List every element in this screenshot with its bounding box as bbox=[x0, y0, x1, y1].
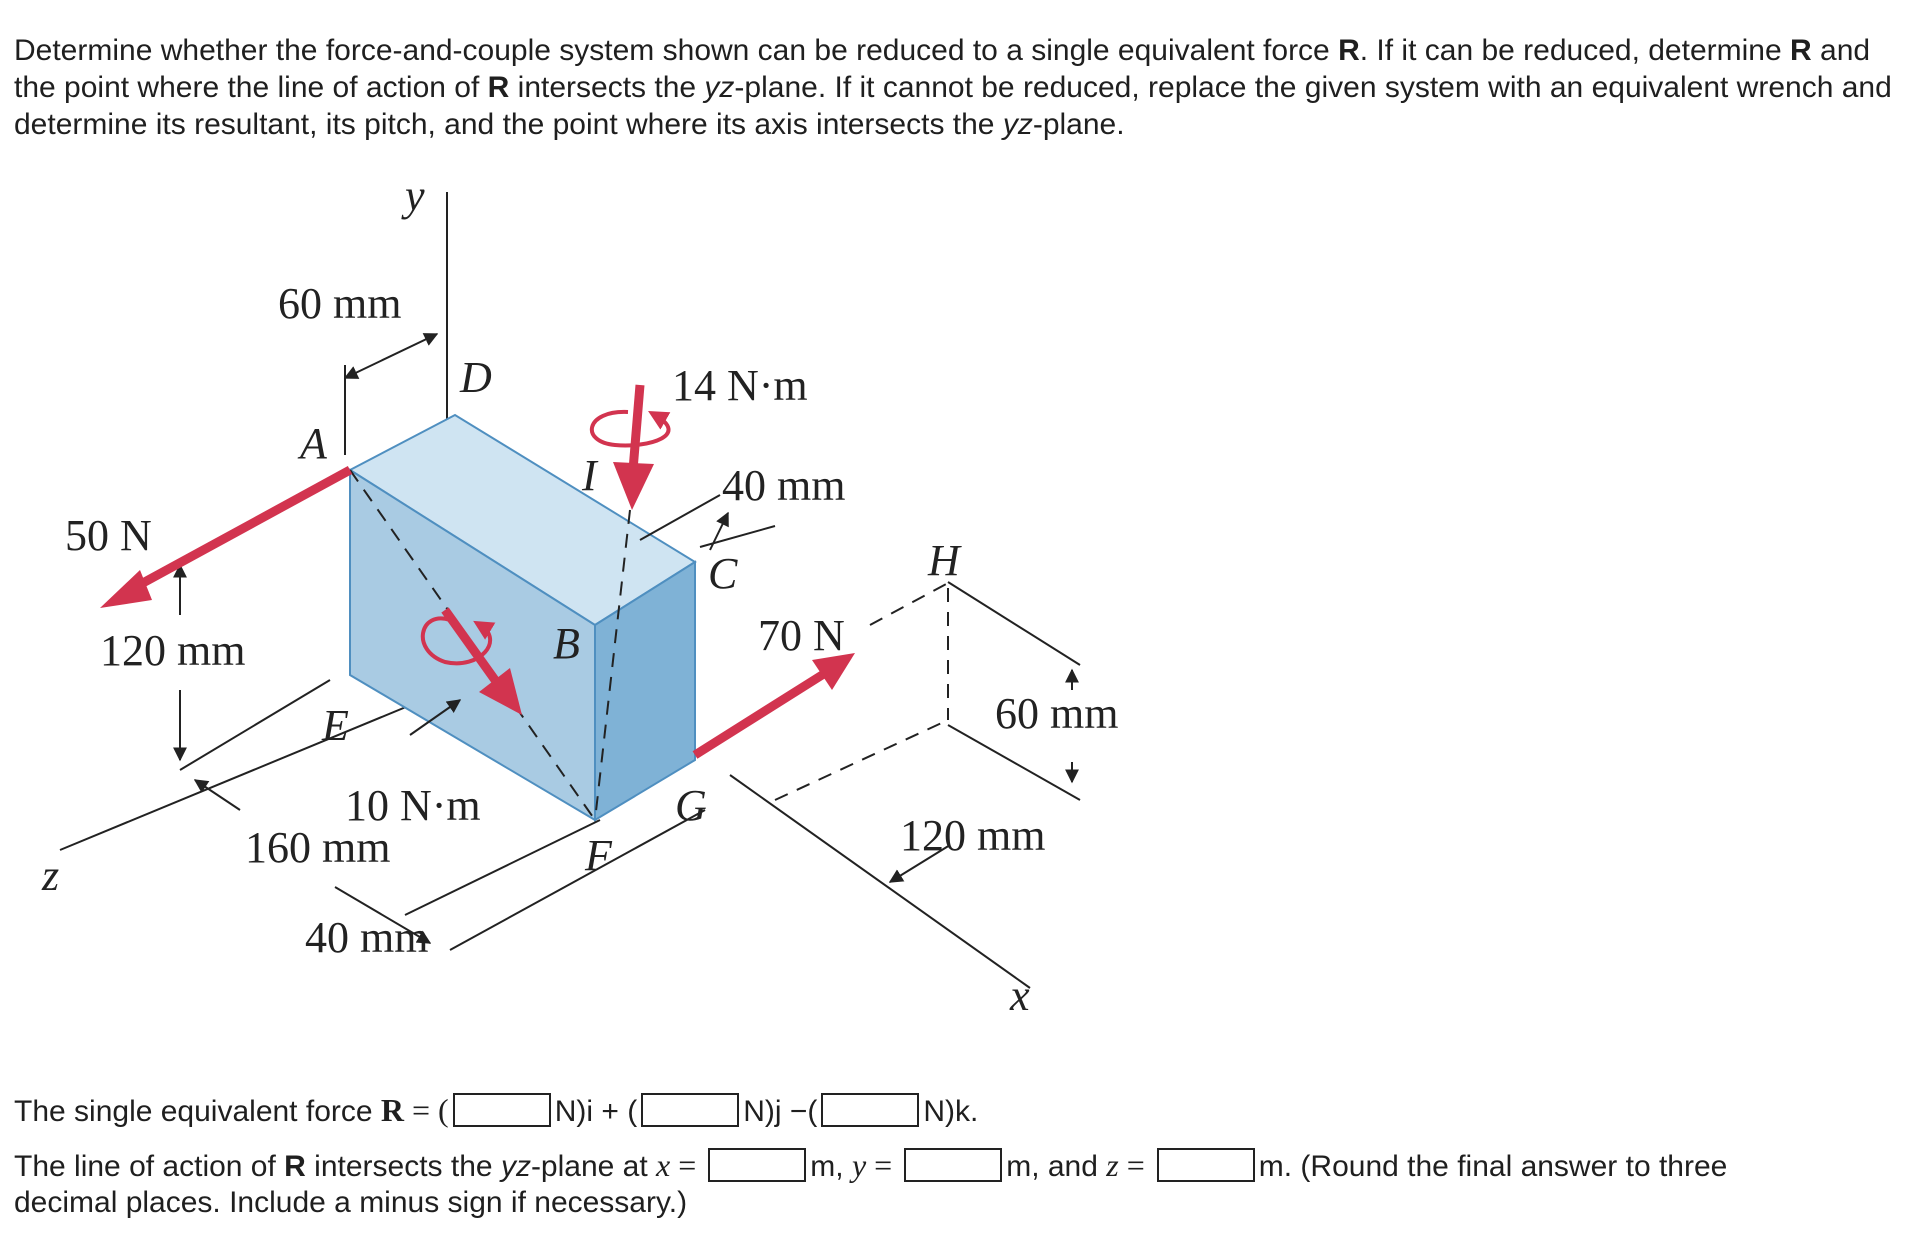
answer-line-intersection: The line of action of R intersects the y… bbox=[14, 1147, 1727, 1185]
moment-10-label: 10 N·m bbox=[345, 781, 481, 830]
vector-R: R bbox=[380, 1092, 404, 1128]
force-50N-label: 50 N bbox=[65, 511, 152, 560]
line-CH bbox=[869, 581, 951, 626]
k-unit-label: N)k. bbox=[923, 1095, 979, 1128]
rounding-note-text: decimal places. Include a minus sign if … bbox=[14, 1186, 688, 1219]
z-axis-label: z bbox=[41, 851, 59, 900]
y-unit: m, and bbox=[1006, 1150, 1107, 1183]
dim-120-left: 120 mm bbox=[100, 626, 245, 675]
plane-yz: yz bbox=[1002, 108, 1033, 141]
moment-14-arrow bbox=[628, 384, 645, 471]
force-50N-arrow bbox=[127, 466, 353, 594]
problem-text-2: . If it can be reduced, determine bbox=[1359, 34, 1790, 67]
plane-yz: yz bbox=[704, 71, 735, 104]
dim-60-top: 60 mm bbox=[278, 279, 401, 328]
z-unit-and-note: m. (Round the final answer to three bbox=[1258, 1150, 1728, 1183]
moment-14-curl bbox=[589, 409, 671, 448]
force-50N-arrowhead bbox=[100, 570, 152, 608]
Ri-input-box[interactable] bbox=[452, 1093, 551, 1127]
point-G-label: G bbox=[675, 781, 707, 830]
moment-14-label: 14 N·m bbox=[672, 361, 808, 410]
point-C-label: C bbox=[708, 549, 738, 598]
force-70N-label: 70 N bbox=[758, 611, 845, 660]
force-couple-diagram: y z x 60 mm D A I 14 N·m 40 mm 50 N C H … bbox=[41, 171, 1118, 1020]
problem-statement: Determine whether the force-and-couple s… bbox=[14, 32, 1904, 143]
problem-text-1: Determine whether the force-and-couple s… bbox=[14, 34, 1339, 67]
dim-60-right: 60 mm bbox=[995, 689, 1118, 738]
dashed-lines bbox=[349, 469, 951, 821]
z-var: z bbox=[1106, 1147, 1119, 1183]
moment-14-arrowhead bbox=[613, 462, 654, 510]
answer-force-lead: The single equivalent force bbox=[14, 1095, 381, 1128]
answer-plane-text: -plane at bbox=[530, 1150, 657, 1183]
z-input-box[interactable] bbox=[1156, 1148, 1255, 1182]
vector-R: R bbox=[284, 1150, 306, 1183]
answer-line-force: The single equivalent force R = ( N)i + (… bbox=[14, 1092, 978, 1130]
moment-10-arrow bbox=[441, 607, 499, 683]
point-B-label: B bbox=[553, 619, 580, 668]
y-axis-label: y bbox=[401, 171, 425, 220]
equals-open: = ( bbox=[404, 1092, 449, 1128]
x-axis-label: x bbox=[1009, 971, 1030, 1020]
moment-10-arrowhead bbox=[479, 668, 522, 715]
x-var: x bbox=[656, 1147, 671, 1183]
vector-R: R bbox=[1338, 34, 1360, 67]
problem-text-5: -plane. If it cannot be reduced, replace… bbox=[14, 71, 1892, 141]
line-G-base bbox=[774, 719, 949, 801]
moment-10-curl bbox=[420, 616, 496, 666]
j-unit-label: N)j −( bbox=[743, 1095, 818, 1128]
plane-yz: yz bbox=[500, 1150, 531, 1183]
z-equals: = bbox=[1118, 1147, 1153, 1183]
x-input-box[interactable] bbox=[708, 1148, 807, 1182]
x-axis-line bbox=[729, 774, 1031, 989]
Rj-input-box[interactable] bbox=[641, 1093, 740, 1127]
dim-120-right: 120 mm bbox=[900, 811, 1045, 860]
point-D-label: D bbox=[459, 353, 492, 402]
problem-text-4: intersects the bbox=[509, 71, 705, 104]
point-E-label: E bbox=[321, 701, 349, 750]
problem-text-6: -plane. bbox=[1032, 108, 1125, 141]
z-axis-line bbox=[59, 689, 448, 851]
vector-R: R bbox=[487, 71, 510, 104]
Rk-input-box[interactable] bbox=[821, 1093, 920, 1127]
dimension-lines bbox=[173, 333, 1081, 951]
vector-R: R bbox=[1790, 34, 1812, 67]
x-unit: m, bbox=[810, 1150, 852, 1183]
problem-text-3: and the point where the line of action o… bbox=[14, 34, 1871, 104]
force-arrows bbox=[100, 384, 855, 759]
y-var: y bbox=[851, 1147, 867, 1183]
dim-160: 160 mm bbox=[245, 823, 390, 872]
y-input-box[interactable] bbox=[904, 1148, 1003, 1182]
couple-curls bbox=[420, 409, 671, 666]
answer-line-mid: intersects the bbox=[305, 1150, 501, 1183]
block-side-face bbox=[594, 560, 696, 822]
y-equals: = bbox=[866, 1147, 901, 1183]
force-70N-arrowhead bbox=[812, 653, 855, 690]
force-70N-arrow bbox=[692, 666, 833, 759]
i-unit-label: N)i + ( bbox=[554, 1095, 638, 1128]
answer-rounding-note: decimal places. Include a minus sign if … bbox=[14, 1184, 687, 1221]
x-equals: = bbox=[670, 1147, 705, 1183]
point-H-label: H bbox=[927, 536, 962, 585]
figure-labels: y z x 60 mm D A I 14 N·m 40 mm 50 N C H … bbox=[41, 171, 1118, 1020]
line-IF bbox=[594, 509, 631, 821]
point-F-label: F bbox=[584, 831, 613, 880]
point-I-label: I bbox=[581, 451, 599, 500]
point-A-label: A bbox=[297, 419, 328, 468]
dim-40-top: 40 mm bbox=[722, 461, 845, 510]
dim-40-bottom: 40 mm bbox=[305, 913, 428, 962]
answer-line-lead: The line of action of bbox=[14, 1150, 285, 1183]
